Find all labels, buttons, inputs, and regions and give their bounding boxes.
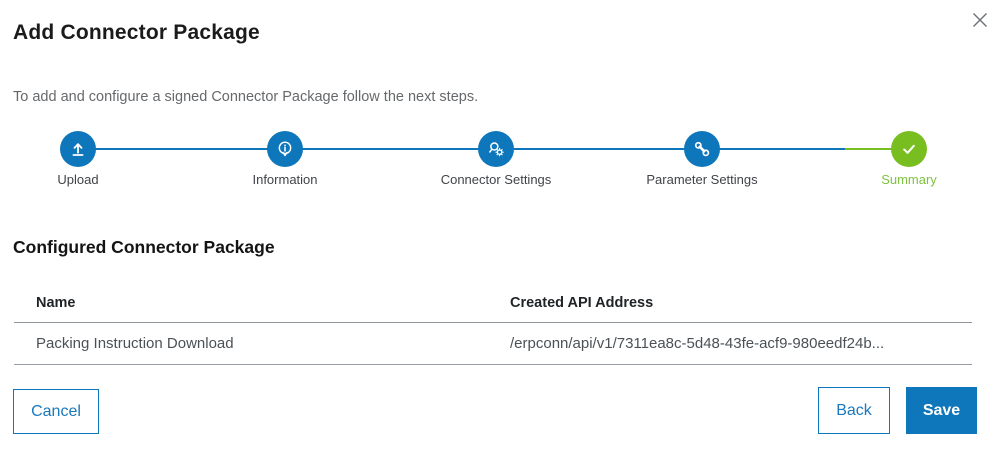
cell-name: Packing Instruction Download [36,335,234,352]
upload-icon [68,139,88,159]
cancel-button[interactable]: Cancel [13,389,99,434]
stepper-line-green [845,148,909,150]
page-title: Add Connector Package [13,21,260,44]
step-label-information: Information [252,172,318,187]
cell-created-api-address: /erpconn/api/v1/7311ea8c-5d48-43fe-acf9-… [510,335,885,352]
check-icon [899,139,919,159]
step-parameter-settings[interactable] [684,131,720,167]
step-label-summary: Summary [881,172,937,187]
section-heading: Configured Connector Package [13,237,275,257]
step-label-connector-settings: Connector Settings [440,172,552,187]
column-header-created-api-address: Created API Address [510,294,654,311]
info-pin-icon [275,139,295,159]
save-button[interactable]: Save [906,387,977,434]
wrench-icon [692,139,712,159]
table-header-row: Name Created API Address [14,283,972,323]
step-information[interactable] [267,131,303,167]
dialog-subtitle: To add and configure a signed Connector … [13,89,479,105]
connector-gear-icon [486,139,506,159]
step-label-upload: Upload [57,172,99,187]
column-header-name: Name [36,294,76,311]
step-upload[interactable] [60,131,96,167]
configured-package-table: Name Created API Address Packing Instruc… [14,283,972,365]
step-label-parameter-settings: Parameter Settings [646,172,758,187]
table-row: Packing Instruction Download /erpconn/ap… [14,323,972,365]
back-button[interactable]: Back [818,387,890,434]
step-summary[interactable] [891,131,927,167]
close-icon [970,10,990,30]
stepper-line-blue [78,148,845,150]
step-connector-settings[interactable] [478,131,514,167]
close-button[interactable] [969,9,991,31]
